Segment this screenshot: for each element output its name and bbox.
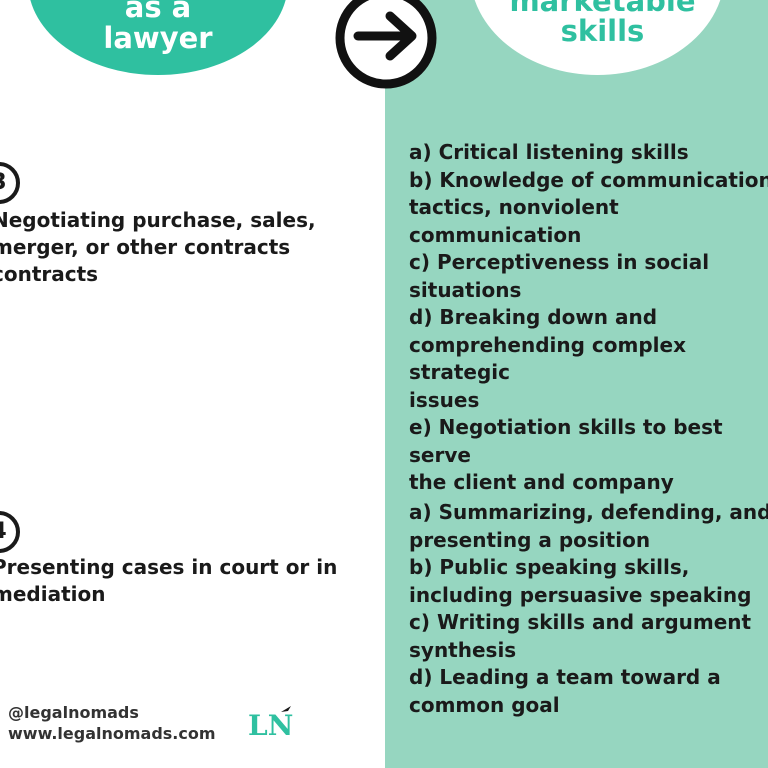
legal-nomads-logo: LN: [248, 706, 293, 738]
arrow-right-circle-icon: [335, 0, 437, 89]
step-number-4: 4: [0, 511, 20, 553]
logo-text: LN: [248, 709, 293, 738]
right-panel: [385, 0, 768, 768]
skills-list-negotiating: a) Critical listening skills b) Knowledg…: [409, 140, 768, 494]
task-negotiating: Negotiating purchase, sales, merger, or …: [0, 208, 316, 286]
header-right-title: marketable skills: [509, 0, 696, 48]
step-number-3: 3: [0, 162, 20, 204]
header-left-title: as a lawyer: [103, 0, 213, 55]
skills-list-presenting: a) Summarizing, defending, and presentin…: [409, 500, 768, 717]
task-presenting: Presenting cases in court or in mediatio…: [0, 555, 338, 606]
footer-contact: @legalnomads www.legalnomads.com: [8, 703, 216, 743]
